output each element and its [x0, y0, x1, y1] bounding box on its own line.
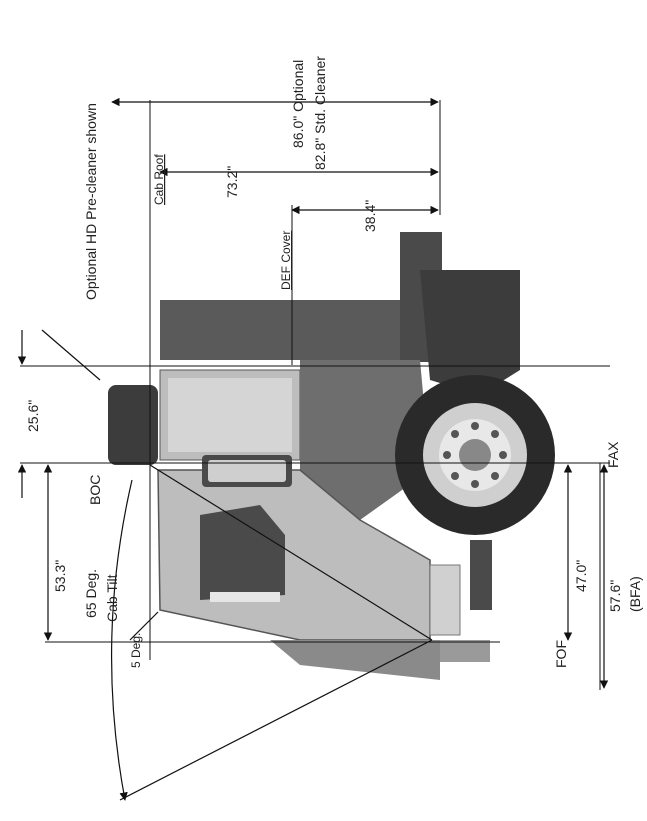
cab-tilt-line: [149, 464, 433, 641]
label-47-0: 47.0": [573, 560, 589, 592]
label-optional-hd-precleaner: Optional HD Pre-cleaner shown: [83, 103, 99, 300]
engine-block: [420, 270, 520, 395]
cab-window: [200, 505, 285, 600]
label-std-cleaner: 82.8" Std. Cleaner: [312, 56, 328, 170]
label-five-deg: 5 Deg.: [129, 633, 143, 668]
step-box: [429, 564, 461, 636]
tilt-arm-line: [119, 639, 433, 801]
lug-nuts: [443, 422, 507, 488]
hub: [459, 439, 491, 471]
label-38-4: 38.4": [362, 200, 378, 232]
label-cab-tilt-1: 65 Deg.: [83, 569, 99, 618]
label-boc: BOC: [87, 475, 103, 505]
frame-rail: [160, 300, 400, 360]
label-cab-tilt-2: Cab Tilt: [104, 574, 120, 622]
label-cab-roof: Cab Roof: [152, 154, 166, 205]
dimension-lines: [17, 97, 609, 801]
hood: [270, 640, 440, 680]
label-57-6: 57.6": [607, 580, 623, 612]
label-25-6: 25.6": [25, 400, 41, 432]
cab-tilt-arc: [111, 479, 133, 801]
label-86-optional: 86.0" Optional: [290, 60, 306, 148]
label-fof: FOF: [553, 640, 569, 668]
front-suspension: [470, 540, 492, 610]
window-trim: [210, 592, 280, 602]
dpf-housing-panel: [168, 378, 292, 452]
labels: Optional HD Pre-cleaner shown 86.0" Opti…: [25, 56, 643, 668]
upper-body: [300, 360, 430, 520]
precleaner-leader: [41, 329, 101, 381]
label-73-2: 73.2": [224, 166, 240, 198]
label-def-cover: DEF Cover: [279, 231, 293, 290]
truck-illustration: [108, 232, 555, 680]
mirror-glass: [208, 460, 286, 482]
extension-lines: [20, 100, 610, 690]
label-bfa: (BFA): [627, 576, 643, 612]
label-53-3: 53.3": [52, 560, 68, 592]
precleaner-can: [108, 385, 158, 465]
five-deg-line: [129, 611, 159, 641]
label-fax: FAX: [605, 441, 621, 468]
front-bumper: [440, 640, 490, 662]
